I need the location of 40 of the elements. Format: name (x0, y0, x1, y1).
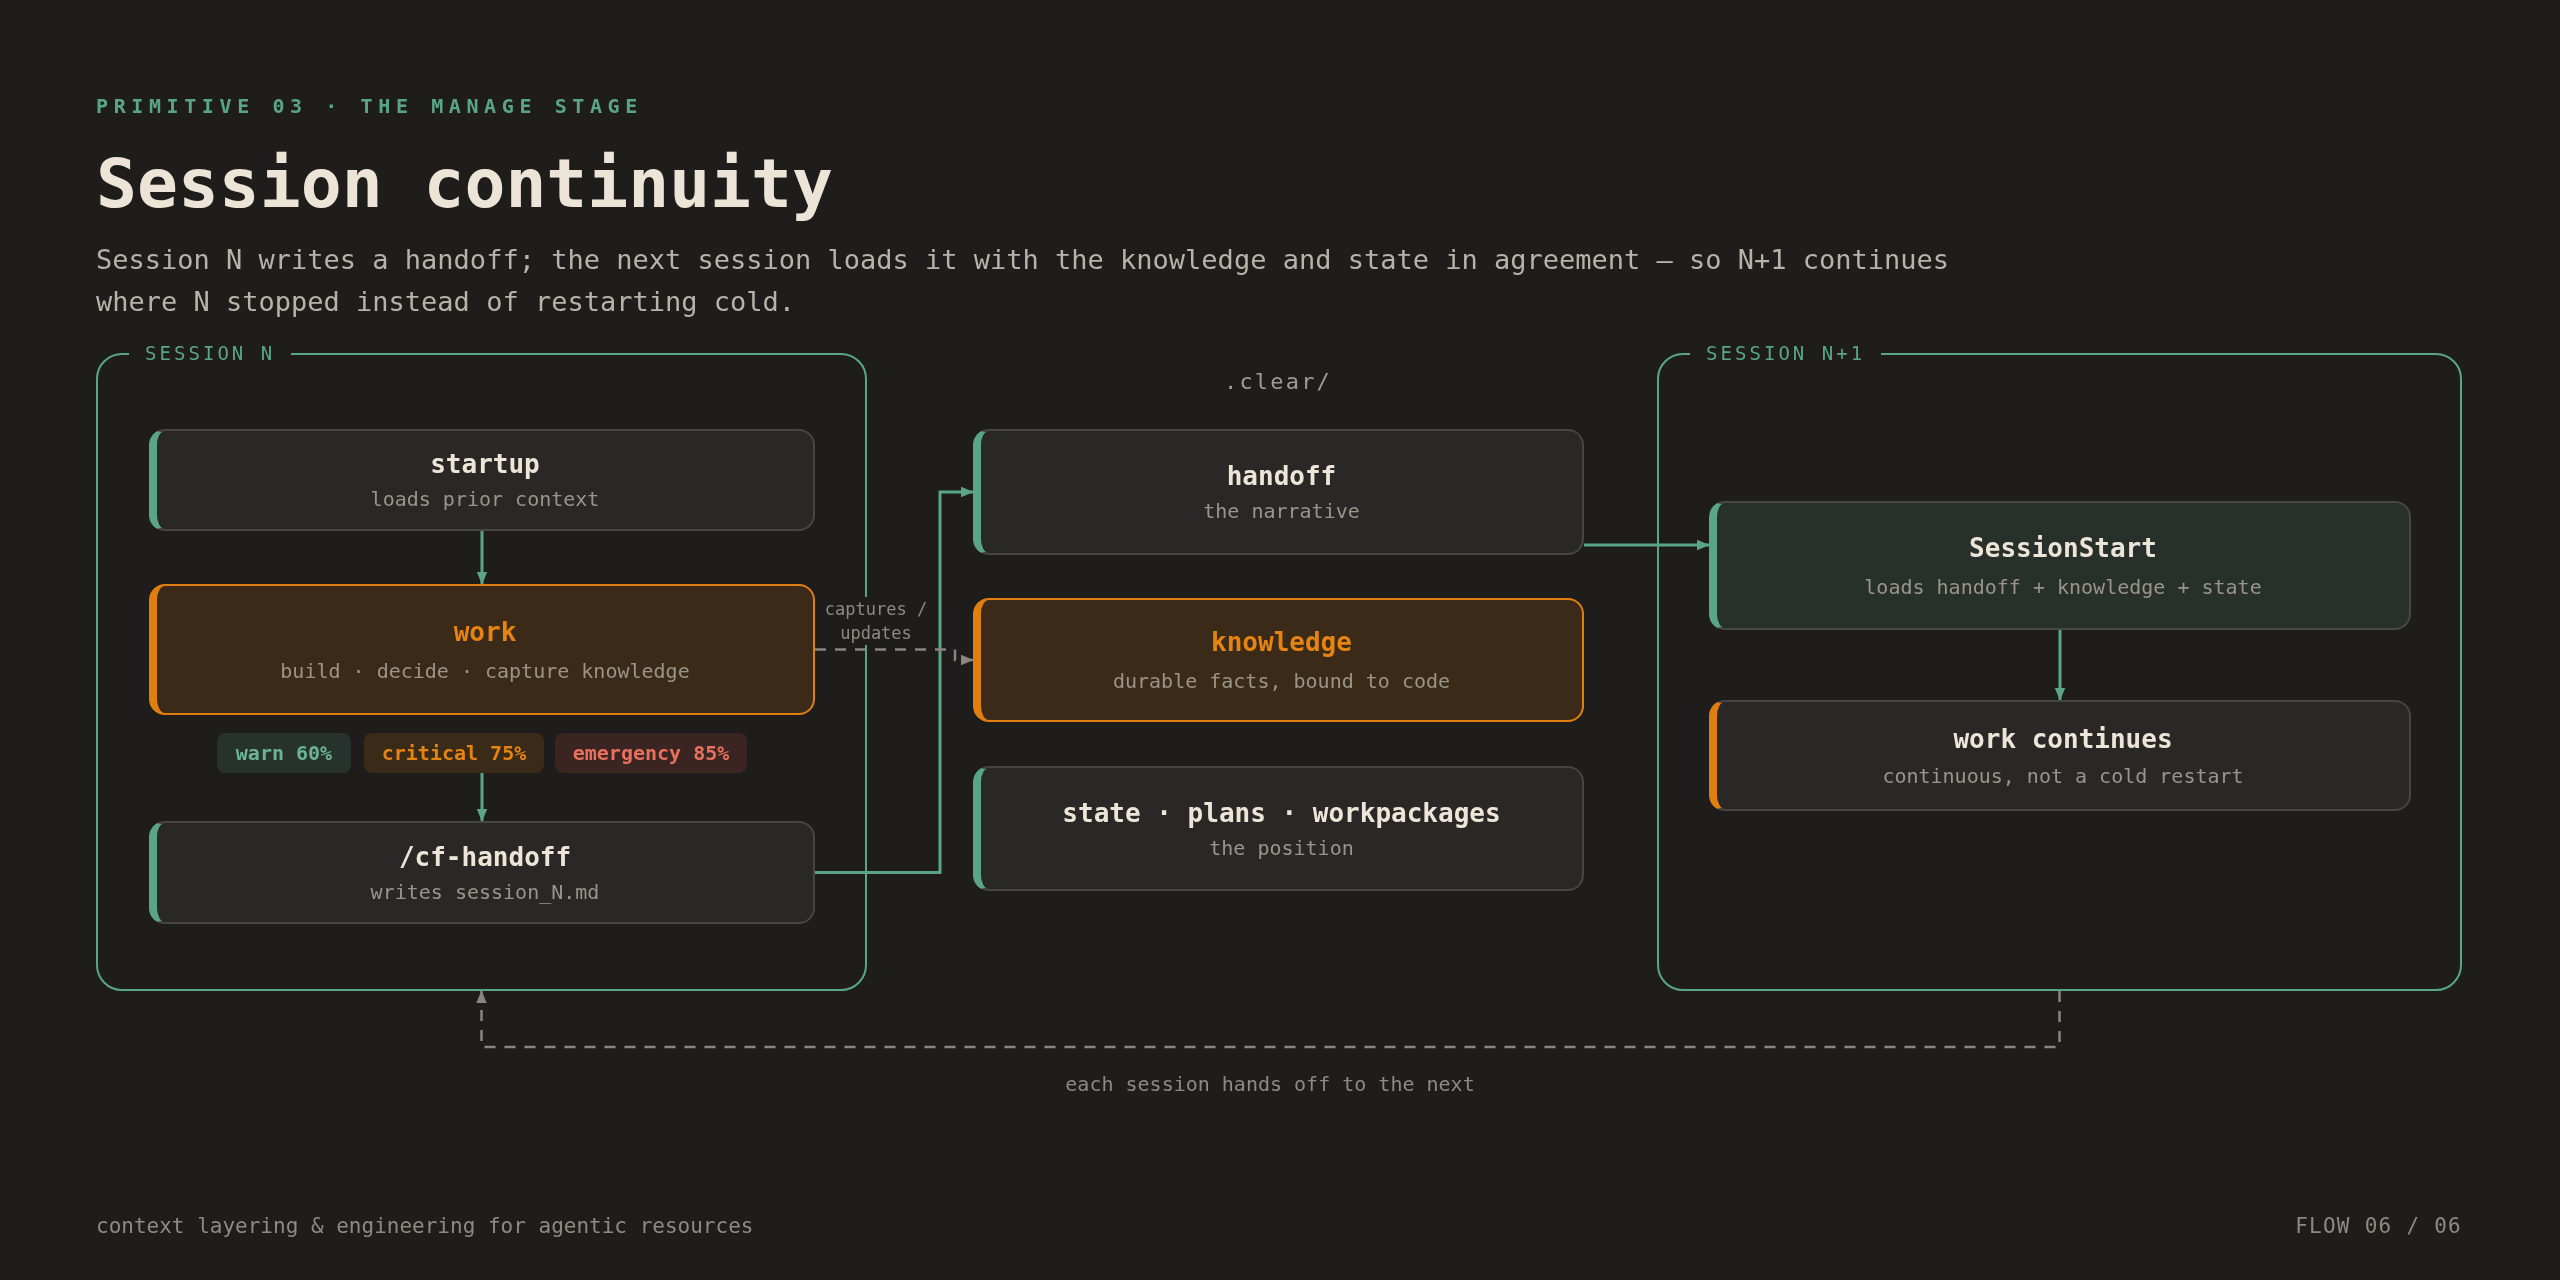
card-subtitle: the narrative (1203, 498, 1360, 524)
column-heading: .clear/ (1223, 368, 1333, 396)
card-title: state · plans · workpackages (1062, 796, 1501, 829)
card-subtitle: continuous, not a cold restart (1882, 762, 2244, 789)
arrow (476, 773, 488, 822)
page-title: Session continuity (96, 144, 833, 224)
card-title: /cf-handoff (398, 840, 572, 873)
arrow (815, 486, 974, 874)
card-subtitle: the position (1209, 834, 1354, 861)
step-card (149, 584, 815, 715)
step-card (973, 766, 1584, 891)
card-subtitle: writes session_N.md (370, 878, 600, 905)
card-subtitle: build · decide · capture knowledge (280, 657, 690, 684)
card-title: SessionStart (1969, 531, 2157, 564)
card-subtitle: loads prior context (370, 486, 600, 512)
arrow (1584, 539, 1710, 551)
eyebrow-text: PRIMITIVE 03 · THE MANAGE STAGE (96, 94, 643, 118)
subtitle-text: Session N writes a handoff; the next session loads it with the knowledge and state in agreement — so N+1 continues where N stopped instead of restarting cold. (96, 243, 1951, 319)
dashed-arrow (815, 648, 974, 666)
card-title: handoff (1226, 460, 1337, 492)
step-card (973, 598, 1584, 722)
arrow (2054, 630, 2066, 701)
card-title: knowledge (1211, 626, 1352, 658)
card-title: work continues (1953, 722, 2173, 755)
step-card (1709, 501, 2411, 630)
step-card (973, 429, 1584, 555)
footer-text: context layering & engineering for agentic resources (96, 1213, 754, 1239)
card-subtitle: durable facts, bound to code (1112, 668, 1451, 694)
card-subtitle: loads handoff + knowledge + state (1864, 573, 2262, 600)
card-title: work (453, 615, 517, 648)
dashed-arrow (476, 990, 2061, 1049)
threshold-tag: warn 60% (217, 733, 351, 773)
step-card (149, 821, 815, 924)
step-card (149, 429, 815, 531)
threshold-tag: critical 75% (364, 733, 544, 773)
card-title: startup (430, 448, 540, 480)
arrow (476, 531, 488, 585)
page-number: FLOW 06 / 06 (2295, 1213, 2462, 1239)
threshold-tag: emergency 85% (555, 733, 747, 773)
step-card (1709, 700, 2411, 811)
